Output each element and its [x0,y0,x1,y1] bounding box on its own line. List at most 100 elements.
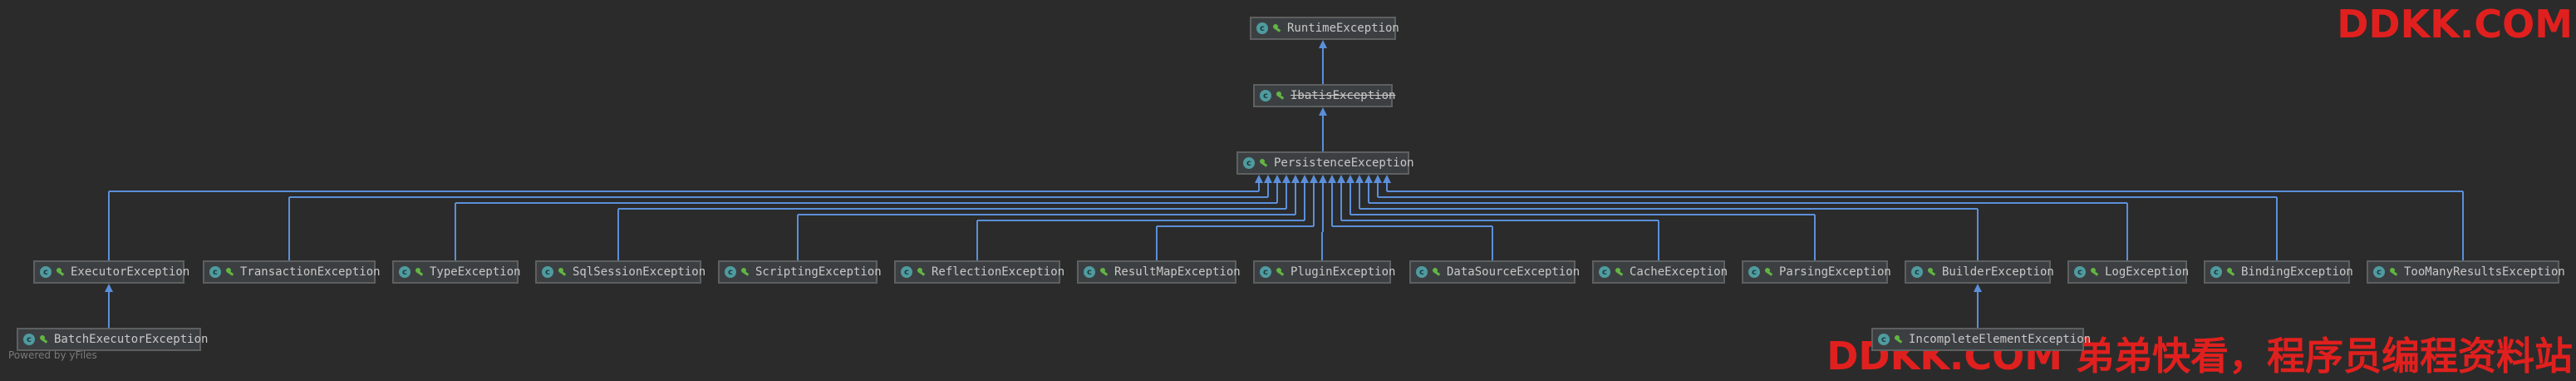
class-node-label: LogException [2105,265,2190,279]
inheritance-arrow-log [1364,175,1373,183]
class-node-label: BatchExecutorException [54,333,209,346]
class-c-icon: c [2373,266,2385,278]
class-node-binding[interactable]: c BindingException [2204,260,2353,284]
class-c-icon: c [1878,334,1890,345]
class-node-executor[interactable]: c ExecutorException [33,260,189,284]
inheritance-arrow-cache [1337,175,1345,183]
class-c-icon: c [901,266,912,278]
inheritance-arrow-scripting [1291,175,1300,183]
public-visibility-icon [2226,267,2234,277]
class-node-log[interactable]: c LogException [2067,260,2190,284]
inheritance-arrow-plugin [1319,175,1327,183]
class-c-icon: c [209,266,221,278]
class-node-label: ParsingException [1779,265,1891,279]
class-node-label: IbatisException [1290,89,1396,102]
inheritance-arrow-type [1273,175,1281,183]
class-c-icon: c [2074,266,2086,278]
public-visibility-icon [2090,267,2098,277]
inheritance-arrow-batch [105,284,113,292]
class-node-label: IncompleteElementException [1909,333,2092,346]
class-c-icon: c [1911,266,1923,278]
class-node-cache[interactable]: c CacheException [1592,260,1728,284]
class-node-transaction[interactable]: c TransactionException [203,260,381,284]
inheritance-arrow-parsing [1346,175,1354,183]
class-node-label: CacheException [1630,265,1728,279]
public-visibility-icon [2389,267,2397,277]
powered-by-label: Powered by yFiles [8,349,97,361]
inheritance-arrow-toomany [1383,175,1391,183]
diagram-canvas [105,40,2464,328]
inheritance-arrow-reflection [1300,175,1309,183]
class-node-persistence[interactable]: c PersistenceException [1236,151,1414,175]
class-c-icon: c [725,266,736,278]
class-node-label: BuilderException [1942,265,2054,279]
class-node-label: ResultMapException [1114,265,1241,279]
inheritance-arrow-resultmap [1310,175,1318,183]
class-node-ibatis[interactable]: c IbatisException [1253,84,1396,107]
class-node-label: TooManyResultsException [2404,265,2565,279]
inheritance-arrow-binding [1374,175,1382,183]
class-node-label: PersistenceException [1274,156,1414,170]
class-node-label: ReflectionException [932,265,1065,279]
public-visibility-icon [1276,91,1284,101]
public-visibility-icon [1764,267,1772,277]
class-node-label: ExecutorException [71,265,190,279]
class-c-icon: c [1260,90,1271,101]
public-visibility-icon [39,334,47,344]
class-node-label: PluginException [1290,265,1396,279]
class-node-toomany[interactable]: c TooManyResultsException [2367,260,2565,284]
class-node-label: BindingException [2241,265,2353,279]
class-c-icon: c [1599,266,1610,278]
class-node-type[interactable]: c TypeException [392,260,521,284]
public-visibility-icon [1615,267,1623,277]
class-node-incomplete[interactable]: c IncompleteElementException [1871,328,2091,351]
class-node-label: TypeException [430,265,521,279]
public-visibility-icon [1259,158,1267,168]
class-c-icon: c [1748,266,1760,278]
inheritance-arrow-sqlsession [1282,175,1290,183]
class-node-datasource[interactable]: c DataSourceException [1409,260,1580,284]
public-visibility-icon [1927,267,1935,277]
class-c-icon: c [542,266,553,278]
inheritance-arrow-ibatis [1319,40,1327,48]
public-visibility-icon [740,267,749,277]
inheritance-arrow-builder [1355,175,1364,183]
inheritance-arrow-transaction [1264,175,1272,183]
class-c-icon: c [1256,22,1268,34]
inheritance-arrow-incomplete [1974,284,1982,292]
inheritance-arrow-persistence [1319,107,1327,116]
inheritance-edges [105,40,2464,328]
class-node-label: DataSourceException [1447,265,1581,279]
public-visibility-icon [56,267,64,277]
class-node-label: SqlSessionException [573,265,706,279]
public-visibility-icon [1272,23,1281,33]
class-node-label: TransactionException [240,265,381,279]
public-visibility-icon [225,267,234,277]
class-node-parsing[interactable]: c ParsingException [1742,260,1891,284]
class-node-runtime[interactable]: c RuntimeException [1250,17,1399,40]
class-c-icon: c [399,266,410,278]
inheritance-arrow-executor [1255,175,1263,183]
public-visibility-icon [1894,334,1902,344]
class-c-icon: c [1260,266,1271,278]
class-node-label: ScriptingException [755,265,882,279]
class-c-icon: c [2210,266,2222,278]
class-c-icon: c [40,266,52,278]
class-node-builder[interactable]: c BuilderException [1905,260,2054,284]
class-node-reflection[interactable]: c ReflectionException [894,260,1064,284]
class-node-plugin[interactable]: c PluginException [1253,260,1395,284]
class-c-icon: c [1243,157,1255,169]
public-visibility-icon [1099,267,1108,277]
public-visibility-icon [1276,267,1284,277]
class-node-label: RuntimeException [1287,22,1399,35]
inheritance-arrow-datasource [1328,175,1336,183]
watermark-top: DDKK.COM [2337,2,2573,47]
public-visibility-icon [1432,267,1440,277]
class-node-scripting[interactable]: c ScriptingException [718,260,882,284]
class-node-resultmap[interactable]: c ResultMapException [1077,260,1241,284]
class-node-sqlsession[interactable]: c SqlSessionException [535,260,705,284]
class-c-icon: c [1084,266,1095,278]
public-visibility-icon [558,267,566,277]
class-c-icon: c [1416,266,1428,278]
